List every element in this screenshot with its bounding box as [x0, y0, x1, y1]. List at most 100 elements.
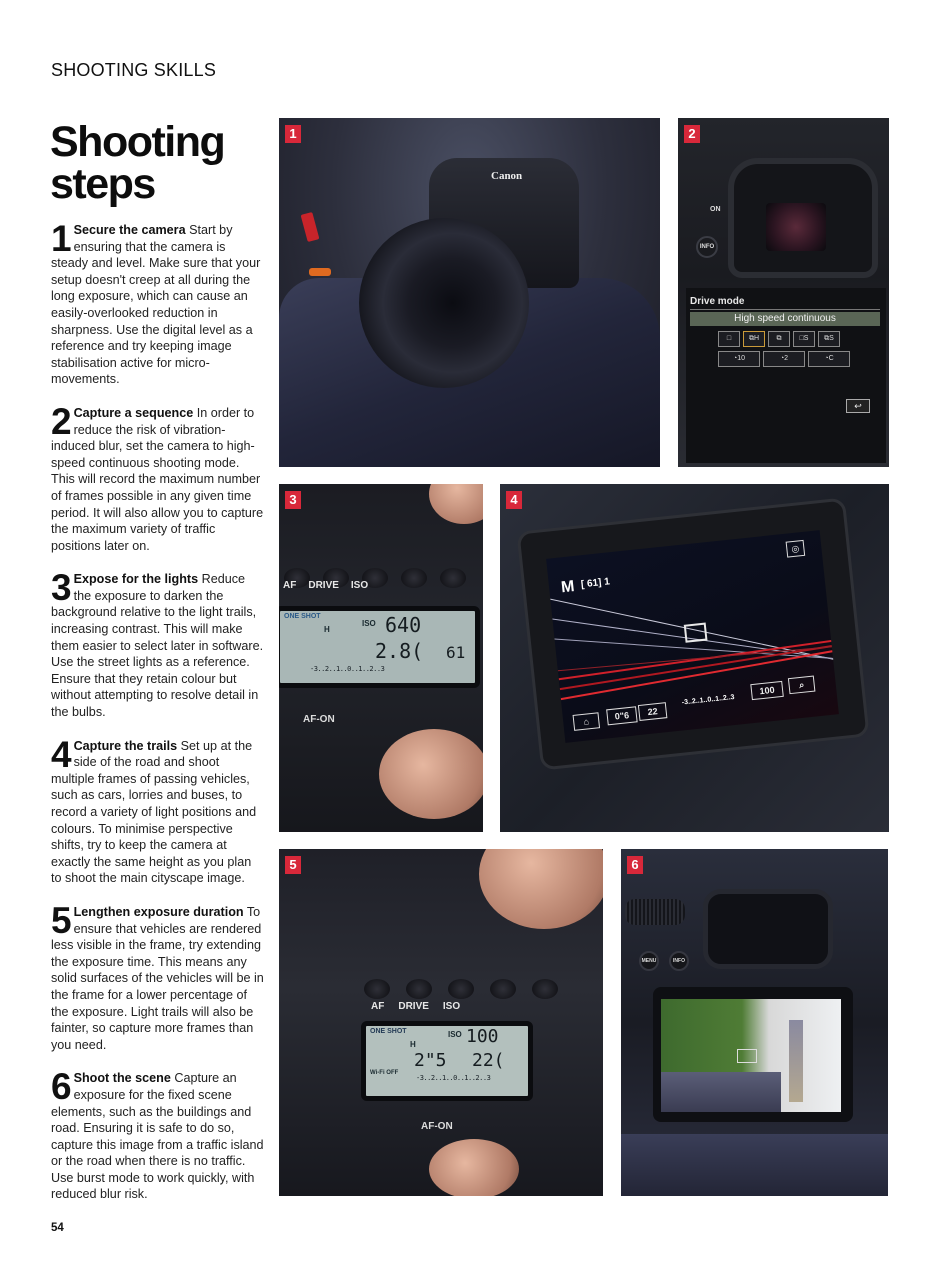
camera-brand: Canon: [491, 170, 523, 182]
page-title-line-1: Shooting: [50, 118, 226, 166]
touch-shutter-icon: ◎: [785, 539, 806, 558]
drive-indicator: H: [324, 625, 330, 634]
wifi-status: Wi-Fi OFF: [370, 1070, 399, 1076]
light-button: [532, 979, 558, 999]
aperture-value: 2.8(: [375, 639, 424, 663]
drive-button: [323, 568, 349, 588]
top-buttons: [279, 568, 466, 588]
power-on-label: ON: [710, 206, 721, 213]
eyecup: [703, 889, 833, 969]
strap-clip: [300, 211, 320, 243]
step-number: 4: [51, 733, 72, 775]
af-button: [364, 979, 390, 999]
drive-label: DRIVE: [308, 580, 339, 591]
step-title: Capture the trails: [73, 738, 178, 753]
lcd-iso-label: ISO: [362, 619, 376, 628]
step-number: 3: [51, 567, 72, 609]
af-mode: ONE SHOT: [370, 1028, 407, 1035]
photo-2-drive-mode-menu: 2 ON INFO Drive mode High speed continuo…: [678, 118, 889, 467]
drive-options-row-2: ◔10 ◔2 ◔C: [718, 351, 850, 367]
silent-continuous-icon: ⧉S: [818, 331, 840, 347]
step-number: 6: [51, 1066, 72, 1108]
eyecup: [728, 158, 878, 278]
aperture-value: 22(: [472, 1050, 505, 1071]
iso-value: 100: [466, 1026, 499, 1047]
high-speed-continuous-icon: ⧉H: [743, 331, 765, 347]
af-on-label: AF-ON: [421, 1121, 453, 1132]
exposure-scale: -3..2..1..0..1..2..3: [416, 1074, 491, 1082]
iso-label: ISO: [350, 580, 369, 591]
drive-button: [406, 979, 432, 999]
photo-4-live-view-trails: 4 M [ 61] 1 ⌂ 0"6 22 -3..2..1..0..1..2..…: [500, 484, 889, 832]
mode-dial: [625, 899, 685, 925]
thumb: [379, 729, 483, 819]
camera-lens: [359, 218, 529, 388]
photo-5-top-lcd-exposure: 5 AF DRIVE ISO ONE SHOT H ISO 100 2"5 22…: [279, 849, 603, 1196]
exposure-scale: -3..2..1..0..1..2..3: [310, 665, 385, 673]
self-timer-10s-icon: ◔10: [718, 351, 760, 367]
shots-remaining: [ 61] 1: [580, 576, 611, 591]
photo-badge: 4: [506, 491, 522, 509]
af-point: [683, 622, 708, 643]
drive-indicator: H: [410, 1040, 416, 1049]
magnify-icon: ⌕: [787, 675, 816, 695]
photo-badge: 5: [285, 856, 301, 874]
shutter-speed: 2"5: [414, 1050, 447, 1071]
drive-label: DRIVE: [398, 1001, 429, 1012]
iso-button: [362, 568, 388, 588]
af-mode: ONE SHOT: [284, 613, 321, 620]
finger: [479, 849, 603, 929]
step-body: To ensure that vehicles are rendered les…: [51, 904, 264, 1052]
quick-control-icon: ⌂: [572, 712, 601, 731]
low-speed-continuous-icon: ⧉: [768, 331, 790, 347]
selected-drive-option: High speed continuous: [690, 312, 880, 326]
thumb: [429, 1139, 519, 1196]
step-body: Reduce the exposure to darken the backgr…: [51, 572, 264, 720]
af-on-label: AF-ON: [303, 714, 335, 725]
photo-6-live-view-scene: 6 MENU INFO: [621, 849, 888, 1196]
iso-value: 640: [385, 613, 422, 637]
step-number: 1: [51, 218, 72, 259]
shots-remaining: 61: [446, 643, 466, 662]
af-point: [737, 1049, 757, 1063]
button-labels: AF DRIVE ISO: [283, 580, 368, 591]
shooting-mode: M: [560, 578, 576, 597]
section-label: SHOOTING SKILLS: [51, 60, 217, 80]
page-title-line-2: steps: [50, 160, 156, 208]
clock-tower: [789, 1020, 803, 1102]
photo-badge: 1: [285, 125, 301, 143]
silent-single-icon: □S: [793, 331, 815, 347]
top-buttons: [359, 979, 558, 999]
menu-button: MENU: [639, 951, 659, 971]
finger: [429, 484, 483, 524]
photo-badge: 6: [627, 856, 643, 874]
top-lcd-panel: ONE SHOT H ISO 640 2.8( 61 -3..2..1..0..…: [279, 606, 480, 688]
af-label: AF: [371, 1001, 385, 1012]
step-title: Capture a sequence: [73, 405, 194, 420]
photo-1-camera-on-bag: 1 Canon: [279, 118, 660, 467]
step-number: 2: [51, 400, 72, 442]
page-title: Shooting steps: [50, 118, 226, 208]
metering-button: [490, 979, 516, 999]
step-title: Secure the camera: [73, 223, 186, 237]
exposure-scale: -3..2..1..0..1..2..3: [681, 693, 735, 707]
live-view-cityscape: [661, 999, 841, 1112]
photo-badge: 2: [684, 125, 700, 143]
buildings: [661, 1072, 781, 1112]
drive-mode-title: Drive mode: [690, 296, 745, 307]
divider: [690, 309, 880, 310]
back-icon: ↩: [846, 399, 870, 413]
live-view-screen: M [ 61] 1 ⌂ 0"6 22 -3..2..1..0..1..2..3 …: [546, 530, 839, 743]
iso-setting: 100: [750, 680, 784, 701]
metering-button: [401, 568, 427, 588]
info-button: INFO: [696, 236, 718, 258]
lcd-iso-label: ISO: [448, 1030, 462, 1039]
viewfinder: [766, 203, 826, 251]
iso-label: ISO: [442, 1001, 461, 1012]
step-body: Start by ensuring that the camera is ste…: [51, 223, 261, 387]
